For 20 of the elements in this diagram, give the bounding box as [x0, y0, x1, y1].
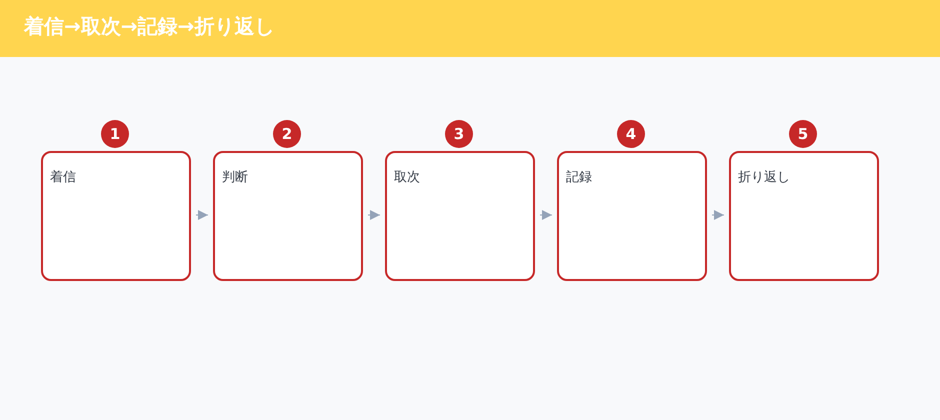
- step-number-badge: 1: [101, 120, 129, 148]
- step-box: [41, 151, 191, 281]
- step-label: 判断: [222, 169, 248, 186]
- step-box: [557, 151, 707, 281]
- arrow: [712, 210, 724, 220]
- step-number-badge: 4: [617, 120, 645, 148]
- step-box: [385, 151, 535, 281]
- step-number-badge: 2: [273, 120, 301, 148]
- arrow: [368, 210, 380, 220]
- arrow: [540, 210, 552, 220]
- step-number-badge: 3: [445, 120, 473, 148]
- step-box: [213, 151, 363, 281]
- arrow: [196, 210, 208, 220]
- step-label: 折り返し: [738, 169, 790, 186]
- step-number-badge: 5: [789, 120, 817, 148]
- step-label: 記録: [566, 169, 592, 186]
- title: 着信→取次→記録→折り返し: [24, 13, 274, 40]
- step-box: [729, 151, 879, 281]
- step-label: 着信: [50, 169, 76, 186]
- step-label: 取次: [394, 169, 420, 186]
